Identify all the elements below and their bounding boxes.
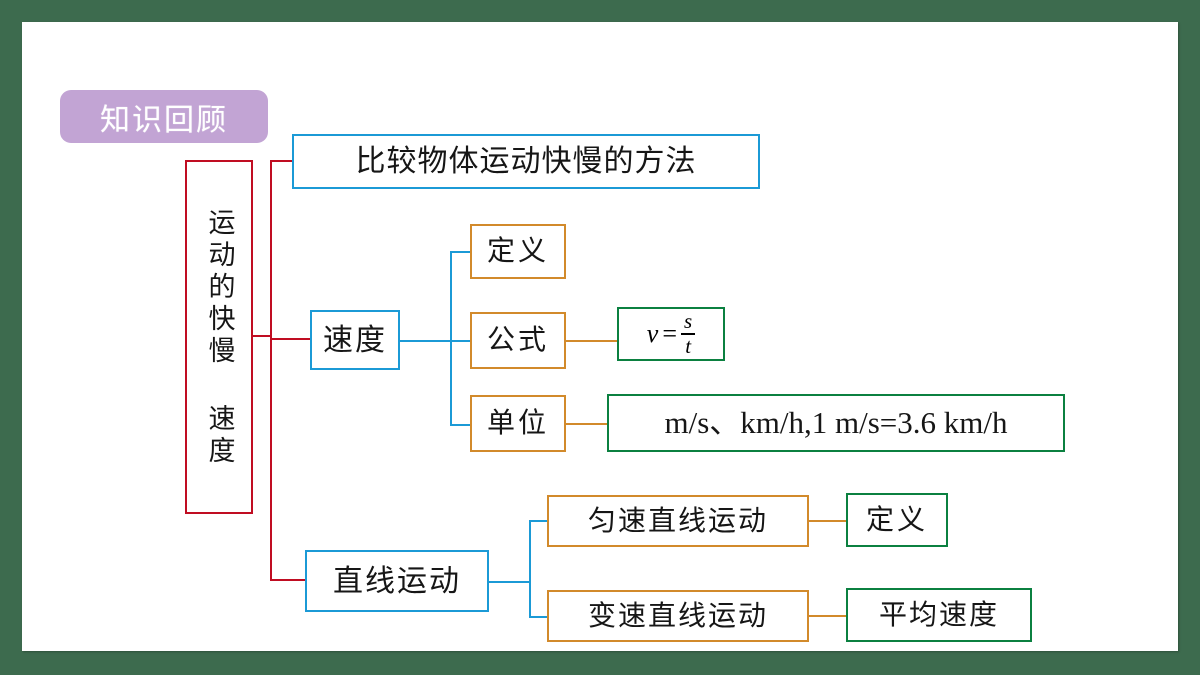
connector-formula-to-value bbox=[564, 340, 619, 342]
connector-linear-to-variable bbox=[529, 616, 549, 618]
connector-speed-trunk bbox=[450, 251, 452, 426]
node-speed-definition-label: 定义 bbox=[486, 234, 549, 268]
formula-equals: = bbox=[662, 318, 678, 348]
node-uniform-definition-label: 定义 bbox=[865, 502, 928, 536]
node-variable-linear-motion-label: 变速直线运动 bbox=[587, 598, 768, 632]
node-speed-formula-label: 公式 bbox=[486, 323, 549, 357]
node-linear-motion[interactable]: 直线运动 bbox=[305, 550, 489, 612]
node-uniform-linear-motion-label: 匀速直线运动 bbox=[587, 503, 768, 537]
node-compare-methods[interactable]: 比较物体运动快慢的方法 bbox=[292, 134, 760, 189]
connector-linear-to-uniform bbox=[529, 520, 549, 522]
node-formula-value[interactable]: v = s t bbox=[617, 307, 725, 361]
node-uniform-linear-motion[interactable]: 匀速直线运动 bbox=[547, 495, 809, 547]
node-compare-methods-label: 比较物体运动快慢的方法 bbox=[355, 144, 697, 179]
node-uniform-definition[interactable]: 定义 bbox=[846, 493, 948, 547]
formula-variable: v bbox=[646, 318, 659, 348]
connector-speed-stub bbox=[398, 340, 452, 342]
connector-variable-to-average bbox=[807, 615, 848, 617]
connector-speed-to-definition bbox=[450, 251, 472, 253]
node-linear-motion-label: 直线运动 bbox=[333, 563, 461, 599]
root-node-label: 运动的快慢 速度 bbox=[203, 208, 235, 468]
node-speed-unit[interactable]: 单位 bbox=[470, 395, 566, 452]
connector-uniform-to-definition bbox=[807, 520, 848, 522]
node-units-value-label: m/s、km/h,1 m/s=3.6 km/h bbox=[664, 404, 1008, 440]
connector-root-stub bbox=[253, 335, 272, 337]
connector-linear-trunk bbox=[529, 520, 531, 618]
connector-speed-to-formula bbox=[450, 340, 472, 342]
connector-root-to-linear bbox=[270, 579, 307, 581]
node-speed-formula[interactable]: 公式 bbox=[470, 312, 566, 369]
formula-denominator: t bbox=[685, 333, 692, 358]
connector-root-to-speed bbox=[270, 338, 312, 340]
section-title-pill: 知识回顾 bbox=[60, 90, 268, 143]
node-average-speed[interactable]: 平均速度 bbox=[846, 588, 1032, 642]
node-speed-definition[interactable]: 定义 bbox=[470, 224, 566, 279]
node-speed[interactable]: 速度 bbox=[310, 310, 400, 370]
connector-linear-stub bbox=[487, 581, 531, 583]
connector-root-to-compare bbox=[270, 160, 294, 162]
root-node[interactable]: 运动的快慢 速度 bbox=[185, 160, 253, 514]
node-speed-label: 速度 bbox=[323, 322, 387, 358]
connector-speed-to-unit bbox=[450, 424, 472, 426]
section-title-text: 知识回顾 bbox=[100, 102, 228, 138]
formula-fraction: s t bbox=[681, 309, 696, 358]
node-units-value[interactable]: m/s、km/h,1 m/s=3.6 km/h bbox=[607, 394, 1065, 452]
formula-numerator: s bbox=[684, 309, 693, 334]
node-speed-unit-label: 单位 bbox=[486, 406, 549, 440]
node-variable-linear-motion[interactable]: 变速直线运动 bbox=[547, 590, 809, 642]
connector-unit-to-value bbox=[564, 423, 609, 425]
slide-canvas: 知识回顾 运动的快慢 速度 比较物体运动快慢的方法 速度 直线运动 定义 公式 … bbox=[22, 22, 1178, 651]
formula-expression: v = s t bbox=[646, 309, 696, 358]
node-average-speed-label: 平均速度 bbox=[878, 597, 999, 631]
formula-fraction-bar bbox=[681, 333, 696, 335]
connector-root-trunk bbox=[270, 160, 272, 580]
